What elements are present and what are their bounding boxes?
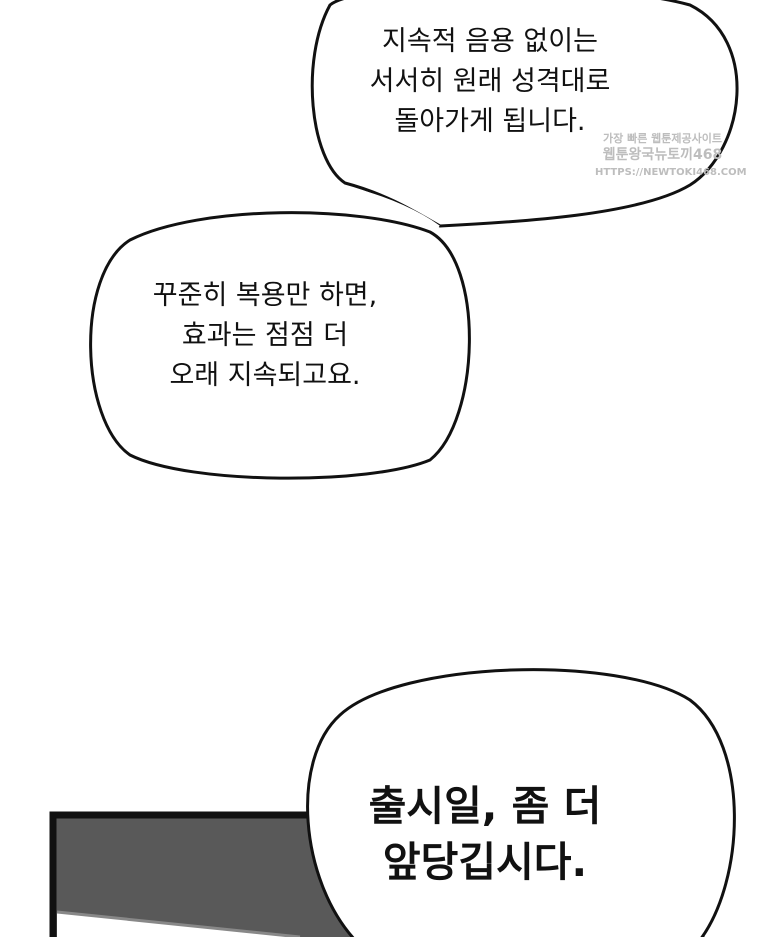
bubble-line: 지속적 음용 없이는 [382, 26, 598, 57]
watermark-line: HTTPS://NEWTOKI468.COM [595, 167, 747, 178]
speech-bubble-3 [306, 668, 736, 937]
speech-bubble-1 [310, 0, 739, 228]
bubble-line: 꾸준히 복용만 하면, [152, 280, 378, 311]
bubble-1-text: 지속적 음용 없이는 서서히 원래 성격대로 돌아가게 됩니다. [330, 22, 650, 142]
bubble-2-text: 꾸준히 복용만 하면, 효과는 점점 더 오래 지속되고요. [100, 276, 430, 396]
bubble-line: 앞당깁시다. [382, 838, 588, 886]
speech-bubble-2 [89, 211, 471, 480]
bubble-line: 출시일, 좀 더 [368, 782, 602, 830]
bubble-line: 효과는 점점 더 [181, 320, 349, 351]
bubble-line: 오래 지속되고요. [169, 360, 361, 391]
watermark-line: 가장 빠른 웹툰제공사이트 [603, 132, 722, 145]
bubble-line: 돌아가게 됩니다. [394, 106, 586, 137]
watermark-line: 웹툰왕국뉴토끼468 [602, 147, 723, 163]
bubble-3-text: 출시일, 좀 더 앞당깁시다. [320, 778, 650, 890]
bubble-line: 서서히 원래 성격대로 [369, 66, 611, 97]
watermark: 가장 빠른 웹툰제공사이트 웹툰왕국뉴토끼468 HTTPS://NEWTOKI… [595, 130, 747, 181]
